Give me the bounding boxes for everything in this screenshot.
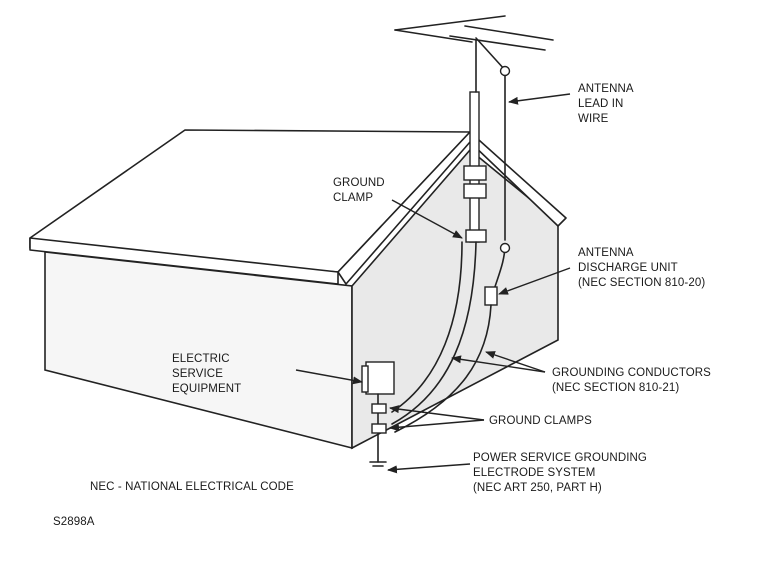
arrow-lead-in-wire — [508, 93, 571, 105]
label-electric-service-equipment: ELECTRIC SERVICE EQUIPMENT — [172, 353, 242, 395]
label-ground-clamps: GROUND CLAMPS — [489, 415, 592, 427]
arrow-ground-clamp — [391, 199, 463, 239]
grounding-conductor-discharge — [394, 304, 492, 433]
arrow-discharge-unit — [498, 267, 571, 295]
label-figure-code: S2898A — [53, 516, 95, 528]
mast-clamp-2 — [463, 183, 487, 199]
mast-clamp-1 — [463, 165, 487, 181]
arrow-grounding-conductor-2 — [485, 351, 546, 373]
antenna-discharge-unit — [484, 286, 498, 306]
grounding-conductor-outer — [391, 241, 463, 413]
label-power-service-grounding: POWER SERVICE GROUNDING ELECTRODE SYSTEM… — [473, 452, 647, 494]
electric-service-box — [365, 361, 395, 395]
label-antenna-discharge-unit: ANTENNA DISCHARGE UNIT (NEC SECTION 810-… — [578, 247, 706, 289]
arrow-power-service-grounding — [387, 463, 471, 474]
mast-clamp-3 — [465, 229, 487, 243]
label-antenna-lead-in-wire: ANTENNA LEAD IN WIRE — [578, 83, 634, 125]
service-ground-clamp-2 — [371, 423, 387, 434]
label-nec-note: NEC - NATIONAL ELECTRICAL CODE — [90, 481, 294, 493]
service-ground-clamp-1 — [371, 403, 387, 414]
roof-fascia — [29, 237, 339, 285]
label-ground-clamp: GROUND CLAMP — [333, 177, 385, 204]
arrow-electric-service — [295, 369, 363, 385]
tv-antenna — [394, 15, 554, 241]
house-right-wall — [351, 148, 559, 450]
label-grounding-conductors: GROUNDING CONDUCTORS (NEC SECTION 810-21… — [552, 367, 711, 394]
arrow-ground-clamp-1 — [389, 405, 485, 421]
arrow-grounding-conductor-1 — [451, 355, 546, 373]
house-left-wall — [44, 251, 353, 450]
arrow-ground-clamp-2 — [389, 419, 485, 432]
